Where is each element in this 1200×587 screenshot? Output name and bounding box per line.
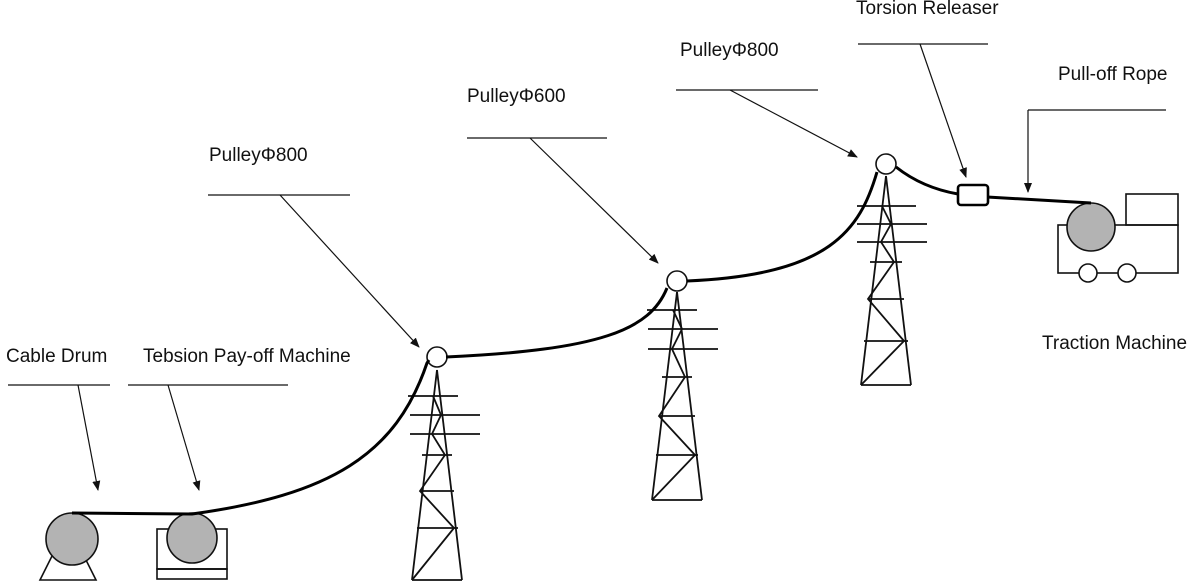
- callouts: [8, 43, 1166, 491]
- tower-1: [408, 346, 480, 581]
- pulley-1: [426, 346, 448, 368]
- conductor-cable: [71, 165, 1092, 516]
- payoff-machine: [156, 512, 228, 580]
- label-torsion-releaser: Torsion Releaser: [856, 0, 999, 19]
- tower-3: [857, 153, 927, 386]
- label-traction-machine: Traction Machine: [1042, 333, 1187, 354]
- tower-2: [647, 270, 718, 501]
- pulley-3: [875, 153, 897, 175]
- label-pull-off-rope: Pull-off Rope: [1058, 64, 1168, 85]
- torsion-releaser: [956, 183, 990, 207]
- label-pulley-3: PulleyΦ800: [680, 40, 779, 61]
- payoff-machine-reel: [166, 512, 218, 564]
- traction-wheel-2: [1117, 263, 1137, 283]
- cable-drum: [38, 512, 99, 581]
- label-cable-drum: Cable Drum: [6, 346, 107, 367]
- traction-wheel-1: [1078, 263, 1098, 283]
- traction-drum: [1066, 202, 1116, 252]
- label-payoff-machine: Tebsion Pay-off Machine: [143, 346, 351, 367]
- traction-machine: [1057, 193, 1179, 283]
- pulley-2: [666, 270, 688, 292]
- label-pulley-1: PulleyΦ800: [209, 145, 308, 166]
- label-pulley-2: PulleyΦ600: [467, 86, 566, 107]
- cable-drum-reel: [45, 512, 99, 566]
